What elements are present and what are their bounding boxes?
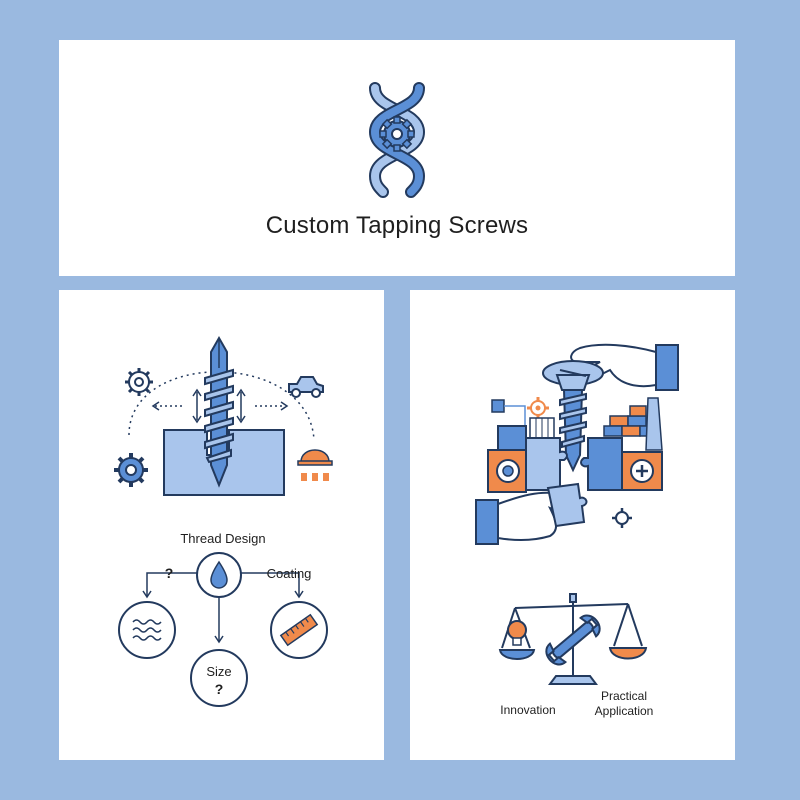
- hand-icon: [475, 482, 588, 545]
- ruler-icon: [279, 613, 319, 647]
- waves-node: [118, 601, 176, 659]
- plus-badge-icon: [630, 459, 654, 483]
- mindmap-connectors: [142, 572, 304, 644]
- thread-design-label: Thread Design: [180, 531, 265, 546]
- thread-design-illustration: Thread Design Coating ? Size ?: [114, 335, 333, 707]
- header-panel: Custom Tapping Screws: [59, 40, 735, 276]
- innovation-label: Innovation: [500, 703, 555, 717]
- application-illustration: Innovation Practical Application: [475, 343, 679, 718]
- puzzle-piece-icon: [546, 482, 588, 528]
- dna-gear-logo: [368, 82, 426, 198]
- building-icon: [529, 417, 555, 439]
- thread-design-panel: Thread Design Coating ? Size ?: [59, 290, 384, 760]
- ruler-node: [270, 601, 328, 659]
- application-label: Application: [595, 704, 654, 718]
- size-node: [190, 649, 248, 707]
- coating-label: Coating: [267, 566, 312, 581]
- screw-icon: [542, 360, 604, 473]
- wrench-icon: [545, 614, 601, 666]
- page-title: Custom Tapping Screws: [265, 212, 529, 239]
- balance-scale-icon: [498, 593, 648, 685]
- practical-label: Practical: [601, 689, 647, 703]
- water-drop-icon: [210, 560, 228, 589]
- gear-icon: [612, 508, 632, 528]
- dna-gear-icon: [368, 82, 426, 198]
- application-panel: Innovation Practical Application: [410, 290, 735, 760]
- lightbulb-icon: [507, 620, 527, 646]
- question-mark: ?: [165, 565, 174, 581]
- bricks-icon: [603, 397, 663, 451]
- size-label: Size: [206, 664, 231, 679]
- size-question-mark: ?: [215, 681, 224, 697]
- direction-arrows: [151, 388, 289, 424]
- dotted-arc: [128, 371, 315, 441]
- gear-icon: [114, 453, 148, 487]
- gear-icon: [125, 368, 153, 396]
- waves-icon: [132, 619, 162, 641]
- car-icon: [288, 376, 324, 398]
- gear-icon: [527, 397, 549, 419]
- drop-node: [196, 552, 242, 598]
- screw-icon: [204, 335, 234, 488]
- hard-hat-icon: [297, 449, 333, 481]
- gear-badge-icon: [496, 459, 520, 483]
